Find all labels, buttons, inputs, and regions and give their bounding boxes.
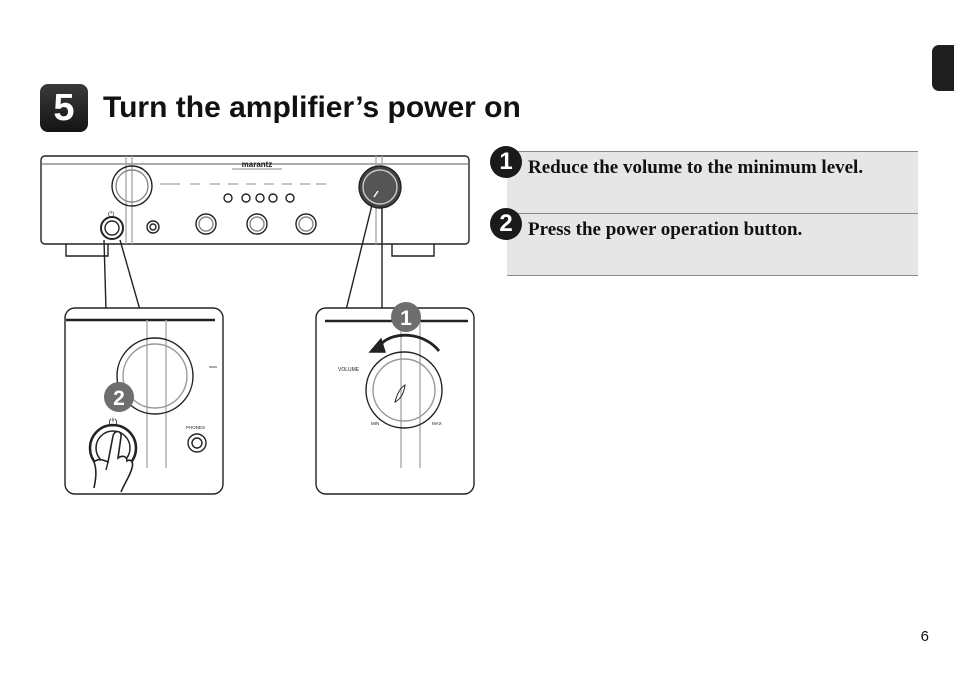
volume-max-label: MAX: [432, 421, 442, 426]
standby-mark-small: ⏻: [108, 210, 115, 219]
instruction-list: 1 Reduce the volume to the minimum level…: [490, 146, 918, 276]
page-title: Turn the amplifier’s power on: [103, 91, 521, 124]
amplifier-foot-left: [65, 244, 109, 257]
power-button-small: [100, 216, 124, 240]
tone-knob: [195, 213, 217, 235]
tone-knob: [295, 213, 317, 235]
volume-label: VOLUME: [338, 367, 360, 373]
phones-jack-large: [187, 433, 207, 453]
instruction-step-2: 2 Press the power operation button.: [490, 208, 918, 276]
phones-jack-small: [146, 220, 160, 234]
power-zoom-box: [64, 307, 224, 495]
instruction-step-1: 1 Reduce the volume to the minimum level…: [490, 146, 918, 214]
input-selector-knob: [111, 165, 153, 207]
hand-pointer-icon: [93, 430, 134, 493]
step-badge: 5: [40, 84, 88, 132]
step-2-marker: 2: [490, 208, 522, 240]
step-1-text: Reduce the volume to the minimum level.: [528, 157, 864, 178]
step-1-marker: 1: [490, 146, 522, 178]
svg-text:1: 1: [400, 307, 412, 330]
svg-text:2: 2: [113, 387, 125, 410]
knob-indicator: [394, 384, 406, 403]
rotate-arrow-icon: [380, 333, 441, 352]
input-selector-knob-large: [116, 337, 194, 415]
phones-label: PHONES: [186, 425, 205, 430]
page-number: 6: [920, 628, 929, 645]
tone-knob: [246, 213, 268, 235]
volume-min-label: MIN: [371, 421, 379, 426]
volume-knob-large: [365, 351, 443, 429]
callout-power: [104, 382, 134, 412]
callout-volume: [391, 302, 421, 332]
step-2-text: Press the power operation button.: [528, 219, 803, 240]
chapter-tab: [932, 45, 954, 91]
standby-mark-large: ⏻: [109, 417, 118, 429]
brand-logo: marantz: [242, 160, 273, 169]
amplifier-foot-right: [391, 244, 435, 257]
